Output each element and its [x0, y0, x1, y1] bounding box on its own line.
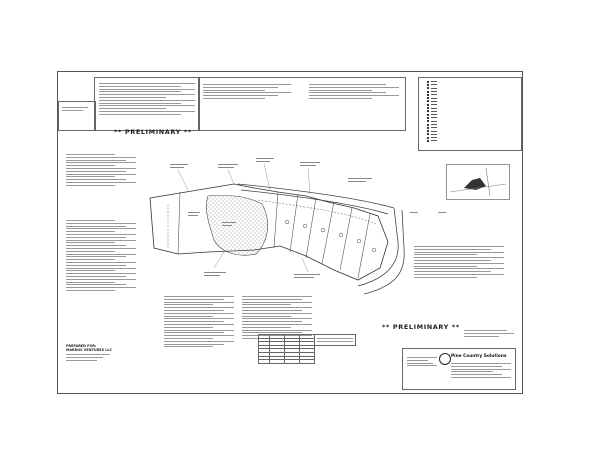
- setback-lines: [167, 199, 377, 248]
- plat-notes-right: [242, 294, 312, 341]
- preliminary-stamp-top: ** PRELIMINARY **: [114, 128, 192, 136]
- general-notes-lower: [66, 218, 136, 293]
- general-notes-upper: [66, 152, 136, 188]
- line-table: [314, 334, 356, 346]
- plat-notes-center: [164, 294, 234, 349]
- subdivision-boundary: [149, 183, 389, 281]
- label-text-blocks: [170, 158, 446, 278]
- hatched-easement: [206, 194, 268, 256]
- surveyor-notes: [414, 244, 504, 280]
- plat-drawing: [149, 158, 446, 295]
- plat-sheet: ** PRELIMINARY ** ** PRELIMINARY ** PREP…: [57, 71, 523, 394]
- title-block: Pine Country Solutions: [402, 348, 516, 390]
- signature-stamp-box: [58, 101, 96, 131]
- surveyor-company-name: Pine Country Solutions: [451, 354, 507, 359]
- right-boundary: [357, 207, 399, 287]
- prepared-for-heading: PREPARED FOR:: [66, 344, 97, 348]
- prepared-for-block: PREPARED FOR: MARDUS VENTURES LLC: [66, 344, 146, 362]
- prepared-for-owner: MARDUS VENTURES LLC: [66, 348, 113, 352]
- company-logo-icon: [439, 353, 451, 365]
- lot-number-markers: [284, 219, 377, 253]
- approval-signatures-box: [198, 77, 406, 131]
- road-edge-north: [237, 183, 395, 209]
- preliminary-stamp-bottom: ** PRELIMINARY **: [382, 323, 460, 331]
- curve-table: [258, 334, 315, 364]
- legend-box: [418, 77, 522, 151]
- lot-lines: [177, 191, 371, 279]
- certificate-text-lines: [95, 78, 199, 120]
- owner-certificate-box: [94, 77, 200, 131]
- revision-block: [464, 328, 514, 338]
- leader-lines: [177, 163, 311, 273]
- vicinity-map: [446, 164, 510, 200]
- legend-rows: [421, 80, 519, 143]
